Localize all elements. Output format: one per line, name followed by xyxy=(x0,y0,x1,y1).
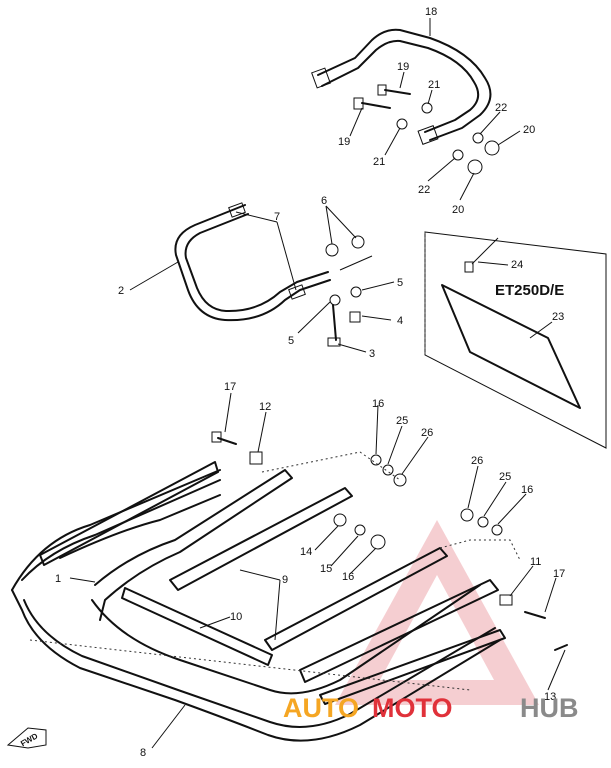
callout-26: 26 xyxy=(471,455,483,467)
grab-bar-part-2 xyxy=(174,202,373,322)
callout-17: 17 xyxy=(224,381,236,393)
inset-panel-box xyxy=(424,231,607,449)
forward-label: FWD xyxy=(19,731,39,748)
callout-9: 9 xyxy=(282,574,288,586)
callout-16: 16 xyxy=(342,571,354,583)
bumper-assembly xyxy=(11,431,568,742)
callout-8: 8 xyxy=(140,747,146,759)
callout-25: 25 xyxy=(396,415,408,427)
callout-4: 4 xyxy=(397,315,403,327)
callout-5: 5 xyxy=(288,335,294,347)
watermark-text: AUTO MOTO HUB xyxy=(283,693,579,723)
callout-16: 16 xyxy=(521,484,533,496)
callout-21: 21 xyxy=(373,156,385,168)
callout-22: 22 xyxy=(495,102,507,114)
watermark-word-hub: HUB xyxy=(520,693,579,723)
forward-arrow-icon: FWD xyxy=(6,727,47,749)
callout-15: 15 xyxy=(320,563,332,575)
callout-13: 13 xyxy=(544,691,556,703)
bolts-nuts-2 xyxy=(325,235,365,347)
callout-24: 24 xyxy=(511,259,523,271)
callout-11: 11 xyxy=(530,556,541,568)
callout-1: 1 xyxy=(55,573,61,585)
callout-19: 19 xyxy=(397,61,409,73)
callout-16: 16 xyxy=(372,398,384,410)
callout-7: 7 xyxy=(274,211,280,223)
bolt-part-19 xyxy=(353,84,411,110)
watermark-word-auto: AUTO xyxy=(283,693,359,723)
model-label: ET250D/E xyxy=(495,282,564,299)
callout-17: 17 xyxy=(553,568,565,580)
callout-2: 2 xyxy=(118,285,124,297)
callout-14: 14 xyxy=(300,546,312,558)
callout-leaders xyxy=(69,18,566,749)
callout-6: 6 xyxy=(321,195,327,207)
washers-nuts-caps xyxy=(396,102,500,175)
callout-19: 19 xyxy=(338,136,350,148)
callout-21: 21 xyxy=(428,79,440,91)
callout-20: 20 xyxy=(452,204,464,216)
watermark-logo xyxy=(335,520,539,705)
callout-23: 23 xyxy=(552,311,564,323)
callout-20: 20 xyxy=(523,124,535,136)
callout-12: 12 xyxy=(259,401,271,413)
callout-5: 5 xyxy=(397,277,403,289)
callout-3: 3 xyxy=(369,348,375,360)
callout-22: 22 xyxy=(418,184,430,196)
callout-18: 18 xyxy=(425,6,437,18)
callouts: 18 19 19 21 21 22 22 20 20 7 6 2 5 4 5 3… xyxy=(55,6,565,759)
callout-25: 25 xyxy=(499,471,511,483)
callout-26: 26 xyxy=(421,427,433,439)
watermark-word-moto: MOTO xyxy=(372,693,453,723)
callout-10: 10 xyxy=(230,611,242,623)
watermark-triangle-inner xyxy=(380,575,494,680)
upper-rail-part-18 xyxy=(311,28,492,145)
